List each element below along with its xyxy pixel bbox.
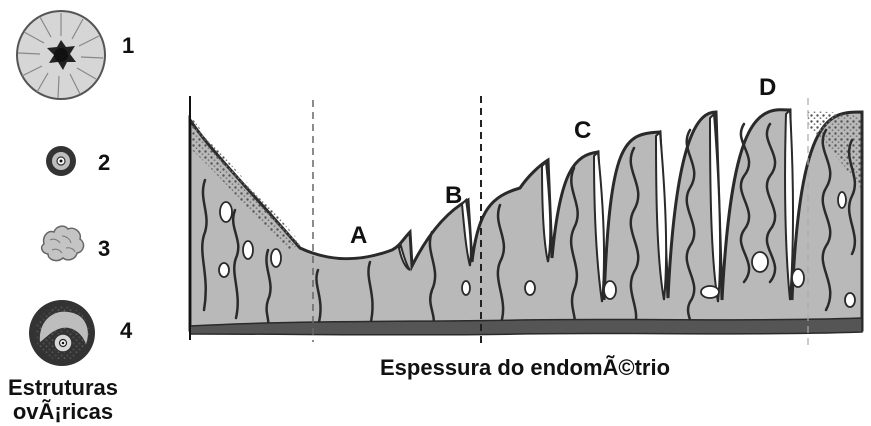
phase-label-a: A [350, 222, 367, 250]
ovarian-structure-number-3: 3 [98, 236, 110, 262]
ovarian-structure-number-1: 1 [122, 33, 134, 59]
phase-label-b: B [445, 182, 462, 210]
ovarian-structures-title-line1: Estruturas [0, 376, 126, 400]
ovarian-structure-number-4: 4 [120, 318, 132, 344]
ovarian-follicle-large-icon [17, 11, 105, 99]
corpus-luteum-icon [29, 300, 95, 366]
phase-label-d: D [759, 74, 776, 102]
ovarian-follicle-small-icon [46, 146, 76, 176]
ovarian-structure-number-2: 2 [98, 150, 110, 176]
phase-label-c: C [574, 117, 591, 145]
endometrium-cross-section [190, 96, 862, 340]
ovarian-structures-title-line2: ovÃ¡ricas [0, 400, 126, 424]
ovarian-structures-title: Estruturas ovÃ¡ricas [0, 376, 126, 424]
corpus-albicans-icon [42, 226, 84, 260]
endometrium-thickness-caption: Espessura do endomÃ©trio [380, 355, 670, 381]
